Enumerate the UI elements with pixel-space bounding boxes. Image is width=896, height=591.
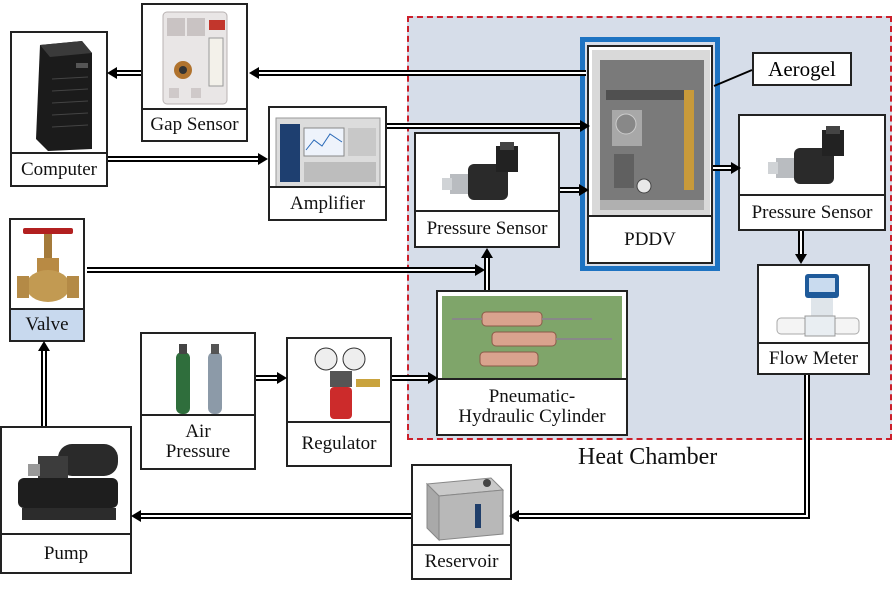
valve-node: Valve bbox=[9, 218, 85, 342]
air-pressure-label: Air Pressure bbox=[142, 414, 254, 468]
amplifier-node: Amplifier bbox=[268, 106, 387, 221]
pressure-sensor-out-label: Pressure Sensor bbox=[740, 194, 884, 229]
regulator-node: Regulator bbox=[286, 337, 392, 467]
valve-label: Valve bbox=[11, 308, 83, 340]
air-pressure-label-line1: Air bbox=[185, 421, 211, 443]
computer-image bbox=[36, 41, 92, 151]
computer-node: Computer bbox=[10, 31, 108, 187]
pump-label: Pump bbox=[2, 533, 130, 572]
reservoir-label: Reservoir bbox=[413, 544, 510, 578]
pddv-image bbox=[592, 50, 710, 216]
valve-image bbox=[17, 228, 79, 302]
pneumatic-cylinder-label-line1: Pneumatic- bbox=[488, 386, 576, 408]
heat-chamber-label: Heat Chamber bbox=[578, 444, 718, 470]
pddv-label: PDDV bbox=[589, 215, 711, 262]
pressure-sensor-out-image bbox=[768, 126, 844, 184]
gap-sensor-label: Gap Sensor bbox=[143, 108, 246, 140]
reservoir-node: Reservoir bbox=[411, 464, 512, 580]
air-pressure-label-line2: Pressure bbox=[165, 441, 231, 462]
pressure-sensor-image bbox=[442, 142, 518, 200]
double-line-arrows-inner bbox=[43, 72, 808, 517]
air-pressure-node: Air Pressure bbox=[140, 332, 256, 470]
aerogel-callout: Aerogel bbox=[752, 52, 852, 86]
pneumatic-cylinder-label: Pneumatic- Hydraulic Cylinder bbox=[438, 378, 626, 434]
pressure-sensor-out-node: Pressure Sensor bbox=[738, 114, 886, 231]
pddv-node: PDDV bbox=[587, 45, 713, 264]
flow-meter-image bbox=[776, 274, 860, 337]
pressure-sensor-in-node: Pressure Sensor bbox=[414, 132, 560, 248]
amplifier-image bbox=[275, 117, 381, 189]
arrow-heads bbox=[38, 67, 807, 522]
double-line-arrows-outer bbox=[41, 70, 810, 519]
computer-label: Computer bbox=[12, 152, 106, 185]
pump-image bbox=[18, 444, 118, 520]
pneumatic-cylinder-image bbox=[442, 296, 622, 378]
pump-node: Pump bbox=[0, 426, 132, 574]
pneumatic-cylinder-node: Pneumatic- Hydraulic Cylinder bbox=[436, 290, 628, 436]
air-pressure-image bbox=[176, 344, 222, 414]
regulator-label: Regulator bbox=[288, 421, 390, 465]
gap-sensor-image bbox=[162, 11, 228, 105]
pressure-sensor-in-label: Pressure Sensor bbox=[416, 210, 558, 246]
flow-meter-node: Flow Meter bbox=[757, 264, 870, 375]
aerogel-pointer bbox=[713, 69, 753, 87]
pneumatic-cylinder-label-line2: Hydraulic Cylinder bbox=[458, 406, 606, 427]
gap-sensor-node: Gap Sensor bbox=[141, 3, 248, 142]
flow-meter-label: Flow Meter bbox=[759, 342, 868, 373]
amplifier-label: Amplifier bbox=[270, 186, 385, 219]
regulator-image bbox=[314, 347, 380, 419]
reservoir-image bbox=[425, 477, 505, 542]
